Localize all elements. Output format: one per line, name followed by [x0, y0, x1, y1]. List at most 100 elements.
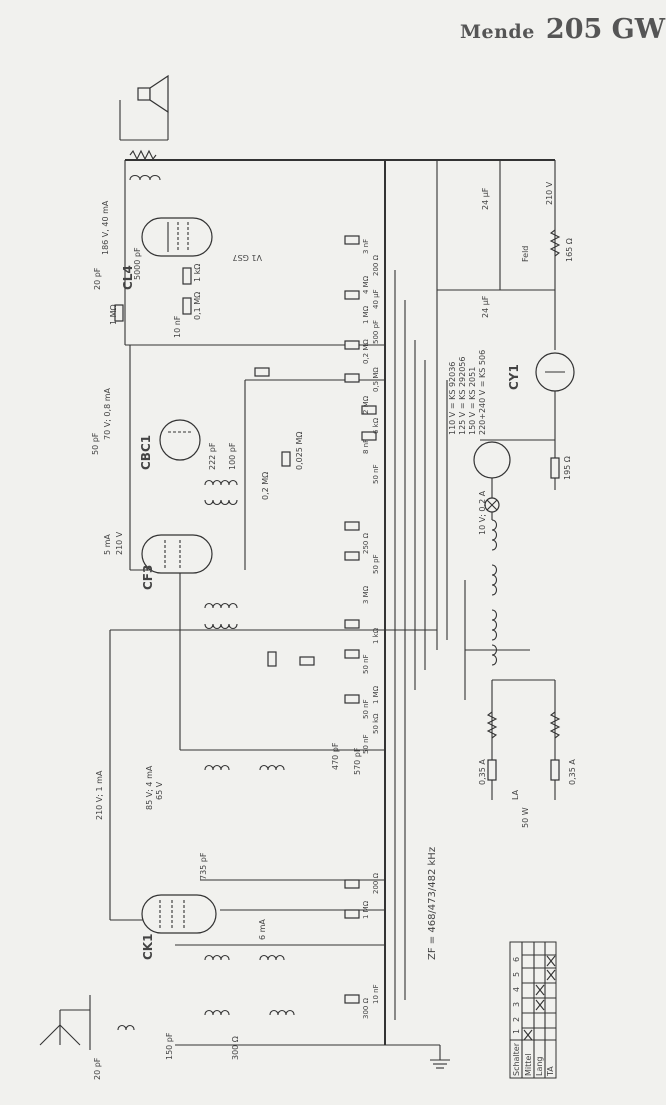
- model-name: 205 GW: [545, 14, 666, 45]
- label-c-470p: 470 pF: [331, 742, 340, 770]
- bus-lines: [109, 159, 555, 1046]
- rc-value-label: 200 Ω: [372, 254, 380, 276]
- label-cbc1-current: 70 V; 0,8 mA: [103, 388, 112, 440]
- label-ck1-current-b: 85 V; 4 mA: [145, 765, 154, 810]
- label-fuse2: 0,35 A: [568, 759, 577, 785]
- tube-label-cl4: CL4: [121, 265, 135, 290]
- label-c-735p: 735 pF: [199, 852, 208, 880]
- rc-value-label: 40 µF: [372, 289, 380, 309]
- label-field-r: 165 Ω: [565, 238, 574, 262]
- power-supply: [437, 160, 575, 800]
- rc-value-label: 50 nF: [372, 464, 380, 484]
- switch-col-2: 2: [512, 1017, 521, 1022]
- rc-value-label: 4 MΩ: [362, 275, 370, 294]
- rc-value-label: 3 MΩ: [362, 585, 370, 604]
- label-lamp-w: 50 W: [521, 807, 530, 828]
- label-field: Feld: [521, 246, 530, 262]
- label-cf3-current: 5 mA: [103, 534, 112, 555]
- switch-col-5: 5: [512, 972, 521, 977]
- label-c-50p: 50 pF: [91, 432, 100, 455]
- label-vl: V1 GS7: [233, 253, 262, 262]
- label-spk-c2: 5000 pF: [133, 247, 142, 280]
- switch-col-3: 3: [512, 1002, 521, 1007]
- label-r-0025m: 0,025 MΩ: [295, 432, 304, 470]
- tube-label-cf3: CF3: [141, 565, 155, 590]
- switch-col-1: 1: [512, 1029, 521, 1034]
- rc-value-label: 2 MΩ: [362, 395, 370, 414]
- tube-label-ck1: CK1: [141, 934, 155, 960]
- switch-row-mittel: Mittel: [524, 1053, 533, 1076]
- rc-column: [114, 235, 377, 1004]
- schematic-title: Mende 205 GW: [460, 14, 665, 45]
- label-r-1m: 1 MΩ: [109, 304, 118, 325]
- label-c-20p: 20 pF: [93, 1057, 102, 1080]
- label-r-01m: 0,1 MΩ: [193, 292, 202, 320]
- rc-value-label: 500 pF: [372, 320, 380, 344]
- rc-value-label: 300 Ω: [362, 997, 370, 1019]
- rc-value-label: 8 nF: [362, 439, 370, 454]
- label-c-10n: 10 nF: [173, 315, 182, 338]
- mains-selector: [473, 441, 511, 479]
- label-filt-c2: 24 µF: [481, 295, 490, 318]
- label-c-570p: 570 pF: [353, 747, 362, 775]
- rc-value-label: 50 pF: [372, 554, 380, 574]
- switch-row-lang: Lang: [535, 1056, 544, 1076]
- tubes: [141, 217, 217, 934]
- label-filt-c1: 24 µF: [481, 187, 490, 210]
- speaker-icon: [119, 74, 169, 181]
- mains-table: 110 V = KS 92036 125 V = KS 292056 150 V…: [448, 350, 487, 435]
- rc-value-label: 50 kΩ: [372, 713, 380, 734]
- label-r-02m: 0,2 MΩ: [261, 472, 270, 500]
- rc-value-label: 50 nF: [362, 654, 370, 674]
- mains-line: 220+240 V = KS 506: [478, 350, 487, 435]
- rc-value-label: 0,5 MΩ: [372, 367, 380, 392]
- rc-value-label: 250 Ω: [362, 532, 370, 554]
- label-c-222p: 222 pF: [208, 442, 217, 470]
- label-ck1-voltage: 65 V: [155, 781, 164, 800]
- label-r-1k: 1 kΩ: [193, 264, 202, 282]
- label-r-300: 300 Ω: [231, 1036, 240, 1060]
- rc-value-label: 1 MΩ: [362, 900, 370, 919]
- rc-value-label: 10 nF: [372, 984, 380, 1004]
- brand-name: Mende: [460, 21, 535, 43]
- label-cl4-current: 186 V, 40 mA: [101, 200, 110, 255]
- label-cf3-voltage: 210 V: [115, 531, 124, 555]
- switch-row-ta: TA: [546, 1066, 555, 1077]
- label-pilot: 10 V; 0,2 A: [478, 490, 487, 535]
- tube-label-cy1: CY1: [507, 364, 521, 390]
- label-ck1-current-a: 210 V; 1 mA: [95, 770, 104, 820]
- rc-value-label: 50 nF: [362, 699, 370, 719]
- rc-value-label: 1 MΩ: [372, 685, 380, 704]
- tube-cbc1: [159, 419, 201, 461]
- label-c-150p: 150 pF: [165, 1032, 174, 1060]
- label-if-freq: ZF = 468/473/482 kHz: [427, 847, 438, 960]
- rc-value-label: 1 MΩ: [362, 305, 370, 324]
- rc-value-label: 6 kΩ: [372, 417, 380, 434]
- label-lamp: LA: [511, 789, 520, 800]
- switch-table-header: Schalter: [512, 1042, 521, 1076]
- rc-value-label: 200 Ω: [372, 872, 380, 894]
- mains-line: 110 V = KS 92036: [448, 362, 457, 435]
- switch-col-6: 6: [512, 957, 521, 962]
- label-c-100p: 100 pF: [228, 442, 237, 470]
- rc-value-label: 3 nF: [362, 239, 370, 254]
- rc-value-label: 1 kΩ: [372, 627, 380, 644]
- rc-value-label: 0,2 MΩ: [362, 339, 370, 364]
- label-fuse1: 0,35 A: [478, 759, 487, 785]
- label-supply-voltage: 210 V: [545, 181, 554, 205]
- switch-table: Schalter 1 2 3 4 5 6 Mittel Lang TA: [509, 941, 557, 1079]
- if-transformers: [117, 479, 295, 1031]
- mains-line: 125 V = KS 292056: [458, 357, 467, 435]
- tube-cl4: [141, 217, 213, 257]
- switch-col-4: 4: [512, 987, 521, 992]
- rc-value-label: 50 nF: [362, 734, 370, 754]
- mains-line: 150 V = KS 2051: [468, 367, 477, 435]
- labels: CL4 CBC1 CF3 CK1 CY1 186 V, 40 mA 70 V; …: [91, 181, 577, 1080]
- tube-ck1: [141, 894, 217, 934]
- tube-cf3: [141, 534, 213, 574]
- label-spk-c1: 20 pF: [93, 267, 102, 290]
- ground-icon: [430, 1045, 450, 1069]
- tube-label-cbc1: CBC1: [139, 435, 153, 470]
